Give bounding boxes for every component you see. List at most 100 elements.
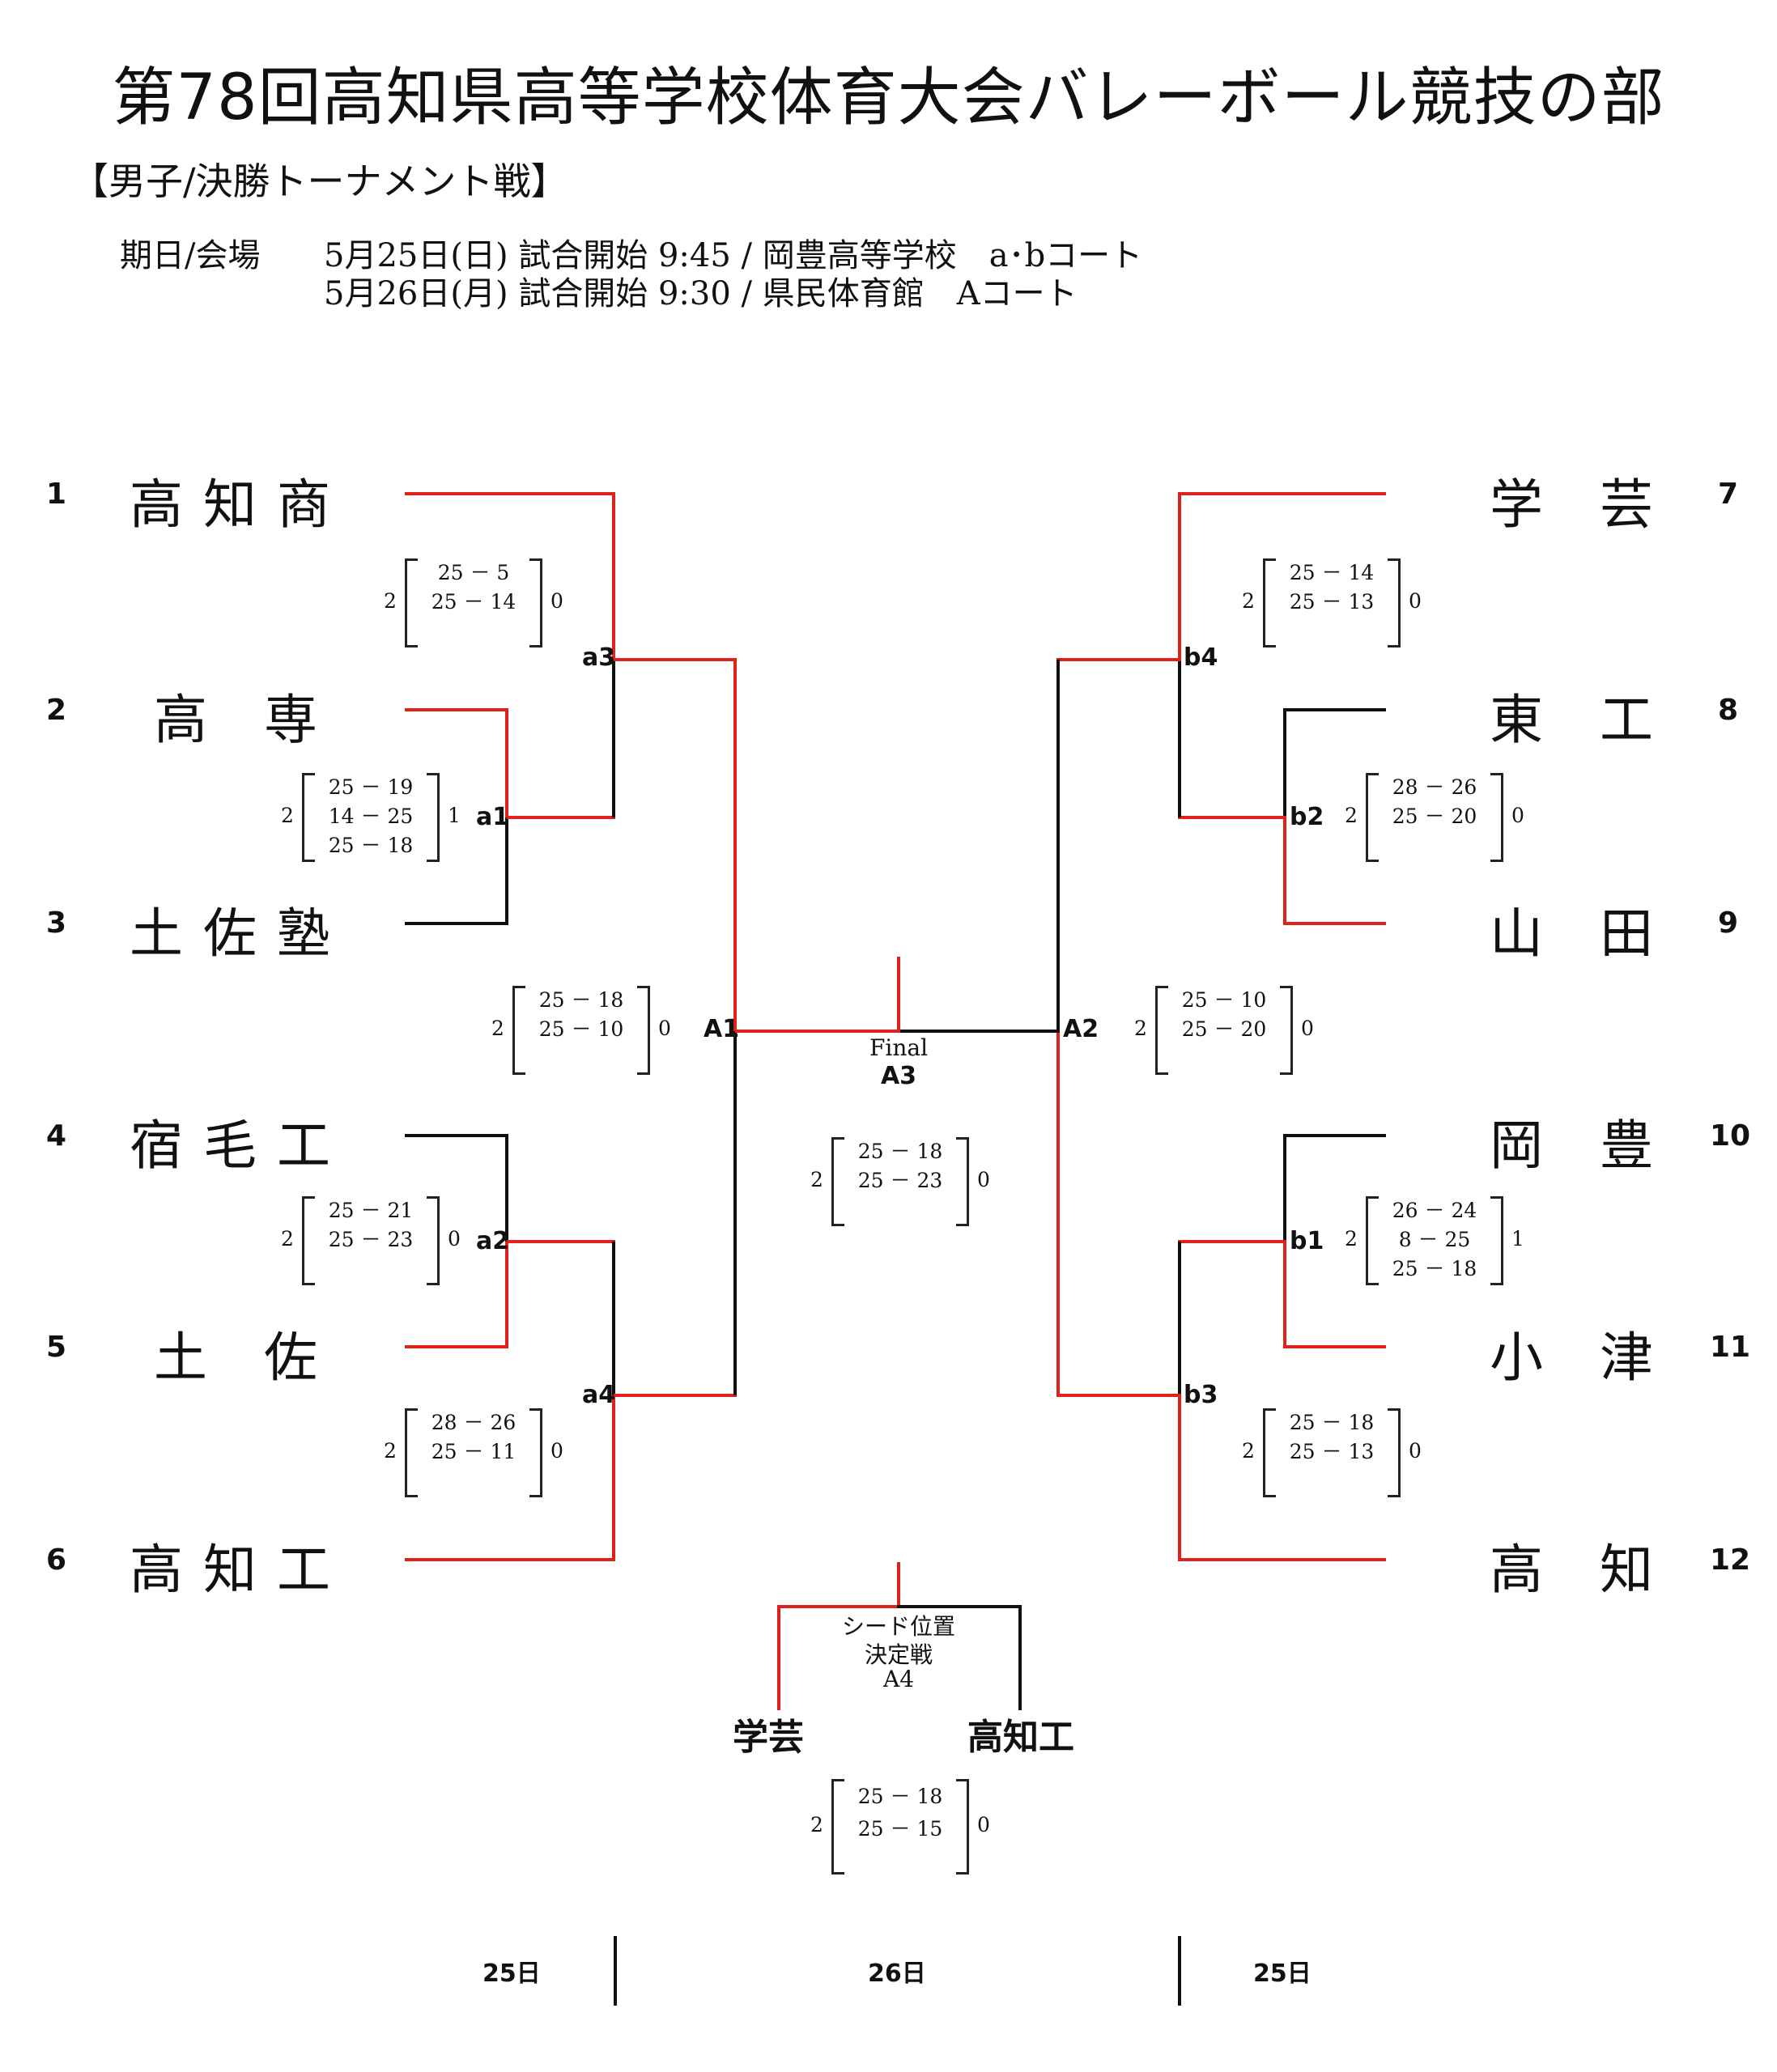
bracket-right xyxy=(1388,558,1401,648)
team-name: 小 津 xyxy=(1490,1327,1655,1389)
set-score: 25 － 23 xyxy=(857,1169,943,1192)
seed-number: 5 xyxy=(46,1331,67,1364)
seed-number: 1 xyxy=(46,478,67,511)
set-score: 28 － 26 xyxy=(431,1411,517,1434)
match-label-A3: A3 xyxy=(880,1062,917,1090)
bracket-right xyxy=(529,558,542,648)
team-name: 土 佐 塾 xyxy=(130,902,332,965)
winner-sets: 2 xyxy=(384,1439,397,1463)
score-box-b3: 2 25 － 18 25 － 13 0 xyxy=(1239,1408,1449,1497)
match-label-A4: A4 xyxy=(882,1666,915,1692)
bracket-right xyxy=(529,1408,542,1497)
bracket-right xyxy=(956,1779,969,1875)
team-name: 高 知 商 xyxy=(130,473,332,536)
schedule-label: 期日/会場 xyxy=(120,237,261,274)
seed-decider-team-right: 高知工 xyxy=(967,1717,1074,1758)
set-score: 25 － 5 xyxy=(437,561,510,584)
score-box-A4: 2 25 － 18 25 － 15 0 xyxy=(807,1779,1018,1875)
team-name: 高 専 xyxy=(154,689,319,751)
match-label-a4: a4 xyxy=(582,1381,616,1409)
match-label-a3: a3 xyxy=(582,643,616,672)
bracket-right xyxy=(427,1196,440,1285)
score-box-b2: 2 28 － 26 25 － 20 0 xyxy=(1341,773,1552,862)
match-label-A1: A1 xyxy=(704,1015,740,1043)
loser-sets: 0 xyxy=(448,1227,461,1250)
team-name: 東 工 xyxy=(1490,689,1655,751)
bracket-right xyxy=(1280,986,1293,1075)
bracket-left xyxy=(1155,986,1168,1075)
winner-sets: 2 xyxy=(1242,1439,1255,1463)
loser-sets: 0 xyxy=(977,1813,990,1836)
score-box-A1: 2 25 － 18 25 － 10 0 xyxy=(488,986,699,1075)
set-score: 25 － 10 xyxy=(538,1017,624,1041)
loser-sets: 0 xyxy=(551,589,563,613)
bracket-left xyxy=(405,558,418,648)
seed-number: 11 xyxy=(1710,1331,1751,1364)
match-label-b3: b3 xyxy=(1184,1381,1218,1409)
team-name: 高 知 xyxy=(1490,1539,1655,1601)
bracket-left xyxy=(1366,773,1379,862)
match-label-A2: A2 xyxy=(1063,1015,1099,1043)
team-name: 山 田 xyxy=(1490,902,1655,965)
score-box-a1: 2 25 － 19 14 － 25 25 － 18 1 xyxy=(278,773,488,862)
winner-sets: 2 xyxy=(1345,1227,1358,1250)
winner-sets: 2 xyxy=(281,804,294,827)
day-label-left: 25日 xyxy=(483,1959,541,1988)
set-score: 26 － 24 xyxy=(1392,1199,1477,1222)
seed-number: 9 xyxy=(1718,906,1739,940)
set-score: 25 － 18 xyxy=(538,988,624,1012)
loser-sets: 0 xyxy=(1409,589,1422,613)
bracket-left xyxy=(1366,1196,1379,1285)
seed-decider-team-left: 学芸 xyxy=(733,1717,804,1758)
bracket-right xyxy=(1490,1196,1503,1285)
seed-number: 6 xyxy=(46,1543,67,1577)
match-label-b1: b1 xyxy=(1290,1227,1324,1255)
team-name: 高 知 工 xyxy=(130,1539,332,1601)
set-score: 25 － 20 xyxy=(1181,1017,1267,1041)
set-score: 25 － 18 xyxy=(1392,1257,1477,1280)
loser-sets: 0 xyxy=(551,1439,563,1463)
loser-sets: 0 xyxy=(1409,1439,1422,1463)
score-box-b4: 2 25 － 14 25 － 13 0 xyxy=(1239,558,1449,648)
team-name: 岡 豊 xyxy=(1490,1115,1655,1177)
match-label-a1: a1 xyxy=(476,803,510,831)
set-score: 25 － 13 xyxy=(1289,590,1375,614)
day-label-center: 26日 xyxy=(868,1959,926,1988)
loser-sets: 0 xyxy=(977,1168,990,1191)
team-name: 宿 毛 工 xyxy=(130,1115,332,1177)
set-score: 25 － 20 xyxy=(1392,805,1477,828)
winner-sets: 2 xyxy=(491,1017,504,1040)
bracket-left xyxy=(302,1196,315,1285)
bracket-left xyxy=(405,1408,418,1497)
winner-sets: 2 xyxy=(1134,1017,1147,1040)
score-box-a3: 2 25 － 5 25 － 14 0 xyxy=(380,558,591,648)
loser-sets: 0 xyxy=(1511,804,1524,827)
set-score: 25 － 18 xyxy=(857,1140,943,1163)
day-label-right: 25日 xyxy=(1253,1959,1311,1988)
winner-sets: 2 xyxy=(1242,589,1255,613)
loser-sets: 1 xyxy=(1511,1227,1524,1250)
set-score: 25 － 10 xyxy=(1181,988,1267,1012)
bracket-left xyxy=(1263,558,1276,648)
seed-number: 8 xyxy=(1718,694,1739,727)
score-box-a4: 2 28 － 26 25 － 11 0 xyxy=(380,1408,591,1497)
team-name: 土 佐 xyxy=(154,1327,319,1389)
seed-number: 10 xyxy=(1710,1119,1751,1153)
score-box-b1: 2 26 － 24 8 － 25 25 － 18 1 xyxy=(1341,1196,1552,1285)
bracket-left xyxy=(512,986,525,1075)
loser-sets: 0 xyxy=(658,1017,671,1040)
bracket-left xyxy=(831,1779,844,1875)
loser-sets: 1 xyxy=(448,804,461,827)
winner-sets: 2 xyxy=(810,1168,823,1191)
section-subtitle: 【男子/決勝トーナメント戦】 xyxy=(71,159,568,203)
bracket-left xyxy=(831,1137,844,1226)
set-score: 25 － 14 xyxy=(431,590,517,614)
set-score: 14 － 25 xyxy=(328,805,414,828)
winner-sets: 2 xyxy=(281,1227,294,1250)
winner-sets: 2 xyxy=(810,1813,823,1836)
match-label-a2: a2 xyxy=(476,1227,510,1255)
set-score: 8 － 25 xyxy=(1398,1228,1471,1251)
winner-sets: 2 xyxy=(384,589,397,613)
bracket-right xyxy=(956,1137,969,1226)
